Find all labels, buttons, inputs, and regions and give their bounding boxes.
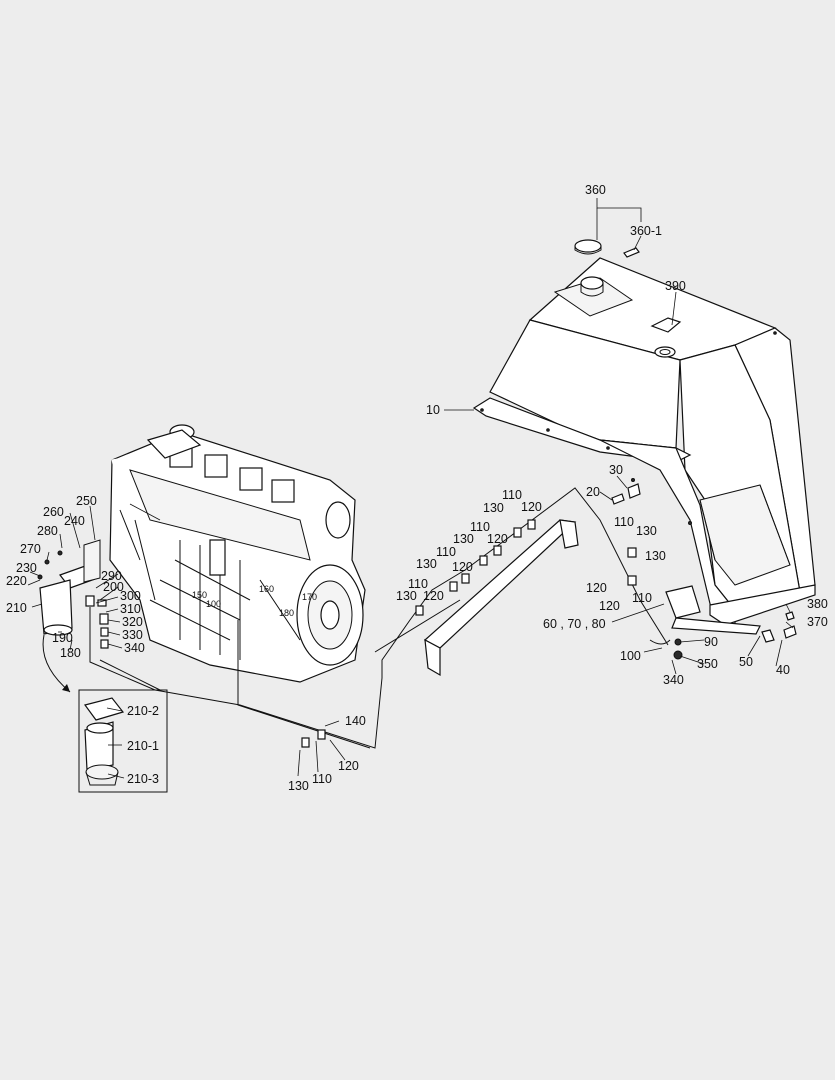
callout-10: 10: [426, 403, 440, 417]
callout-200: 200: [103, 580, 124, 594]
line-clips: [301, 519, 637, 748]
callout-190: 190: [52, 631, 73, 645]
callout-20: 20: [586, 485, 600, 499]
callout-100-engine: 100: [206, 599, 221, 609]
callout-210-1: 210-1: [127, 739, 159, 753]
callout-240: 240: [64, 514, 85, 528]
callout-160: 160: [259, 584, 274, 594]
leader-lines: [27, 198, 794, 779]
callout-50: 50: [739, 655, 753, 669]
callout-360-1: 360-1: [630, 224, 662, 238]
callout-110-f: 110: [614, 515, 634, 529]
callout-180-engine: 180: [279, 608, 294, 618]
engine-assembly: [109, 424, 366, 683]
callout-130-f: 130: [636, 524, 657, 538]
callout-210-2: 210-2: [127, 704, 159, 718]
tank-bracket: [611, 483, 797, 660]
inset-arrow-head: [62, 684, 70, 692]
callout-310: 310: [120, 602, 141, 616]
callout-60-70-80: 60 , 70 , 80: [543, 617, 606, 631]
callout-250: 250: [76, 494, 97, 508]
callout-40: 40: [776, 663, 790, 677]
callout-320: 320: [122, 615, 143, 629]
inset-arrow-line: [42, 634, 71, 693]
callout-270: 270: [20, 542, 41, 556]
callout-130-c: 130: [416, 557, 437, 571]
callout-100-bracket: 100: [620, 649, 641, 663]
callout-120-b: 120: [423, 589, 444, 603]
callout-120-f: 120: [586, 581, 607, 595]
callout-110-g: 110: [632, 591, 652, 605]
fuel-tank: [472, 257, 816, 627]
callout-220: 220: [6, 574, 27, 588]
callout-350: 350: [697, 657, 718, 671]
callout-340-filter: 340: [124, 641, 145, 655]
callout-370: 370: [807, 615, 828, 629]
callout-210-3: 210-3: [127, 772, 159, 786]
callout-110-a: 110: [312, 772, 332, 786]
callout-280: 280: [37, 524, 58, 538]
filler-cap: [574, 239, 602, 255]
callout-120-a: 120: [338, 759, 359, 773]
fuel-lines: [89, 487, 669, 749]
callout-30: 30: [609, 463, 623, 477]
callout-110-d: 110: [470, 520, 490, 534]
callout-120-g: 120: [599, 599, 620, 613]
callout-260: 260: [43, 505, 64, 519]
callout-230: 230: [16, 561, 37, 575]
callout-120-c: 120: [452, 560, 473, 574]
callout-labels: 360 360-1 390 10 30 20 380 370 40 50 90 …: [6, 183, 828, 793]
callout-150: 150: [192, 590, 207, 600]
cap-screw: [623, 247, 640, 258]
callout-130-d: 130: [453, 532, 474, 546]
clip-rail: [423, 519, 579, 677]
fuel-filter-assembly: [37, 539, 109, 649]
callout-300: 300: [120, 589, 141, 603]
callout-110-b: 110: [408, 577, 428, 591]
callout-340-bracket: 340: [663, 673, 684, 687]
callout-330: 330: [122, 628, 143, 642]
callout-130-a: 130: [288, 779, 309, 793]
callout-380: 380: [807, 597, 828, 611]
callout-120-d: 120: [487, 532, 508, 546]
callout-110-c: 110: [436, 545, 456, 559]
callout-130-b: 130: [396, 589, 417, 603]
callout-90: 90: [704, 635, 718, 649]
callout-130-g: 130: [645, 549, 666, 563]
callout-140: 140: [345, 714, 366, 728]
callout-290: 290: [101, 569, 122, 583]
filter-detail-inset: [78, 689, 168, 793]
callout-120-e: 120: [521, 500, 542, 514]
callout-390: 390: [665, 279, 686, 293]
callout-170: 170: [302, 592, 317, 602]
callout-180-filter: 180: [60, 646, 81, 660]
callout-210: 210: [6, 601, 27, 615]
callout-110-e: 110: [502, 488, 522, 502]
callout-360: 360: [585, 183, 606, 197]
callout-130-e: 130: [483, 501, 504, 515]
